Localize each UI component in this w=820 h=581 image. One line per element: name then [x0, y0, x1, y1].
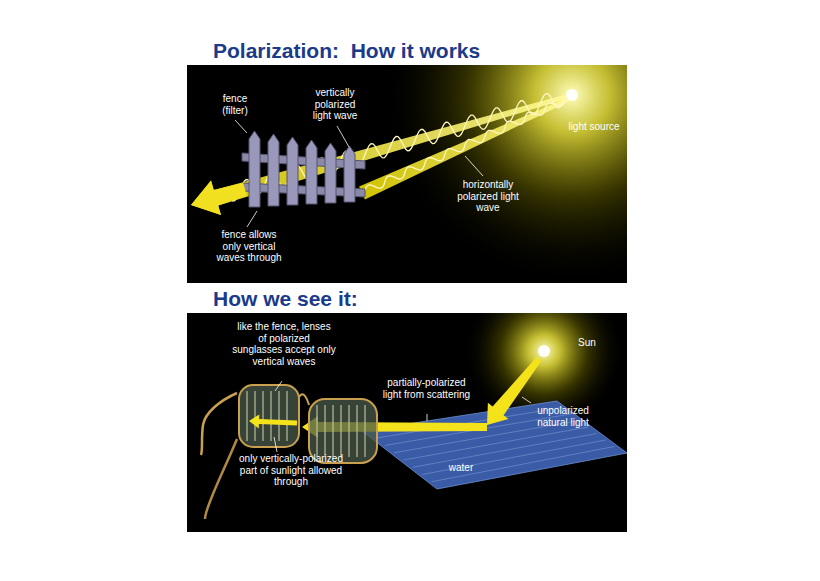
leader-line	[235, 120, 247, 133]
callout-label: partially-polarized light from scatterin…	[379, 377, 474, 400]
panel-heading: Polarization: How it works	[187, 36, 627, 65]
leader-line	[274, 437, 277, 452]
sunglasses	[201, 385, 377, 519]
leader-line	[522, 397, 531, 403]
diagram-panel: How we see it: like the fence, lenses of …	[187, 284, 627, 532]
diagram-panel: Polarization: How it works fence (filter)…	[187, 36, 627, 283]
sun-core	[538, 345, 550, 357]
callout-label: fence (filter)	[215, 93, 255, 116]
leader-line	[337, 126, 349, 147]
callout-label: like the fence, lenses of polarized sung…	[232, 321, 336, 367]
leader-line	[427, 414, 428, 421]
callout-label: only vertically-polarized part of sunlig…	[239, 453, 343, 488]
leader-line	[275, 381, 282, 391]
passed-beam	[191, 181, 247, 216]
sunglasses-scene	[201, 313, 627, 519]
callout-label: vertically polarized light wave	[305, 87, 365, 122]
light-source-core	[566, 89, 578, 101]
callout-label: Sun	[567, 337, 607, 349]
horizontal-wave	[365, 100, 565, 191]
panel-heading: How we see it:	[187, 284, 627, 313]
passed-beam	[249, 414, 297, 428]
callout-label: unpolarized natural light	[533, 405, 593, 428]
light-glow	[382, 65, 627, 283]
sunlight-beam	[487, 357, 541, 425]
fence-scene	[191, 65, 627, 283]
callout-label: fence allows only vertical waves through	[213, 229, 285, 264]
light-beam	[191, 93, 573, 215]
leader-line	[247, 211, 257, 227]
callout-label: horizontally polarized light wave	[451, 179, 525, 214]
leader-line	[465, 156, 483, 176]
callout-label: light source	[559, 121, 629, 133]
sun-glow	[464, 313, 624, 431]
callout-label: water	[441, 462, 481, 474]
